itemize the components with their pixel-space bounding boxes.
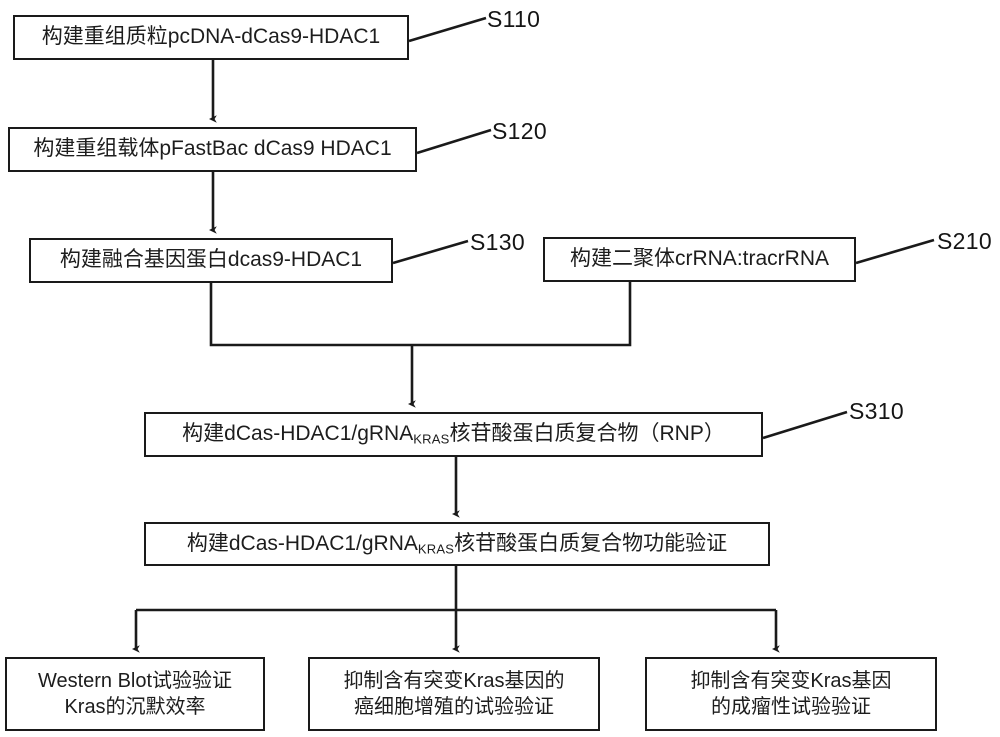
node-tumorigenicity-assay-label: 抑制含有突变Kras基因的成瘤性试验验证 (684, 668, 897, 720)
node-s210[interactable]: 构建二聚体crRNA:tracrRNA (543, 237, 856, 282)
node-b2-line1: 抑制含有突变Kras基因的 (343, 670, 565, 692)
leader-s310 (762, 410, 848, 440)
node-s320-subscript: KRAS (417, 541, 455, 557)
node-s310-subscript: KRAS (413, 431, 450, 447)
node-proliferation-assay[interactable]: 抑制含有突变Kras基因的癌细胞增殖的试验验证 (308, 657, 600, 731)
step-label-s120: S120 (492, 118, 547, 144)
step-label-s310: S310 (849, 398, 904, 424)
node-s120-label: 构建重组载体pFastBac dCas9 HDAC1 (33, 137, 392, 161)
node-s310-text-pre: 构建dCas-HDAC1/gRNA (182, 422, 414, 445)
edge-s210-merge (412, 282, 632, 347)
edge-s130-merge (209, 283, 412, 347)
node-s310-label: 构建dCas-HDAC1/gRNAKRAS核苷酸蛋白质复合物（RNP） (176, 422, 731, 447)
node-s320-label: 构建dCas-HDAC1/gRNAKRAS核苷酸蛋白质复合物功能验证 (181, 532, 733, 557)
step-label-s110: S110 (487, 6, 541, 32)
step-label-s130: S130 (470, 229, 525, 255)
node-tumorigenicity-assay[interactable]: 抑制含有突变Kras基因的成瘤性试验验证 (645, 657, 937, 731)
step-label-s210: S210 (937, 228, 992, 254)
node-s110[interactable]: 构建重组质粒pcDNA-dCas9-HDAC1 (13, 15, 409, 60)
node-s120[interactable]: 构建重组载体pFastBac dCas9 HDAC1 (8, 127, 417, 172)
node-western-blot-label: Western Blot试验验证 Kras的沉默效率 (32, 668, 238, 720)
node-s310-text-post: 核苷酸蛋白质复合物（RNP） (449, 422, 725, 445)
node-proliferation-assay-label: 抑制含有突变Kras基因的癌细胞增殖的试验验证 (337, 668, 570, 720)
node-s310[interactable]: 构建dCas-HDAC1/gRNAKRAS核苷酸蛋白质复合物（RNP） (144, 412, 763, 457)
node-s210-label: 构建二聚体crRNA:tracrRNA (569, 247, 829, 271)
leader-s120 (416, 128, 492, 155)
leader-s210 (855, 238, 935, 265)
leader-s110 (408, 16, 487, 43)
leader-s130 (392, 239, 469, 265)
node-b1-line1: Western Blot试验验证 (37, 670, 233, 692)
node-s130-label: 构建融合基因蛋白dcas9-HDAC1 (59, 248, 363, 272)
node-s320[interactable]: 构建dCas-HDAC1/gRNAKRAS核苷酸蛋白质复合物功能验证 (144, 522, 770, 566)
node-b3-line2: 的成瘤性试验验证 (711, 696, 871, 718)
node-s130[interactable]: 构建融合基因蛋白dcas9-HDAC1 (29, 238, 393, 283)
node-b3-line1: 抑制含有突变Kras基因 (690, 670, 892, 692)
node-b2-line2: 癌细胞增殖的试验验证 (354, 696, 554, 718)
node-b1-line2: Kras的沉默效率 (64, 696, 206, 718)
node-s320-text-post: 核苷酸蛋白质复合物功能验证 (454, 531, 728, 555)
node-s320-text-pre: 构建dCas-HDAC1/gRNA (186, 531, 418, 555)
node-western-blot[interactable]: Western Blot试验验证 Kras的沉默效率 (5, 657, 265, 731)
node-s110-label: 构建重组质粒pcDNA-dCas9-HDAC1 (41, 25, 381, 49)
